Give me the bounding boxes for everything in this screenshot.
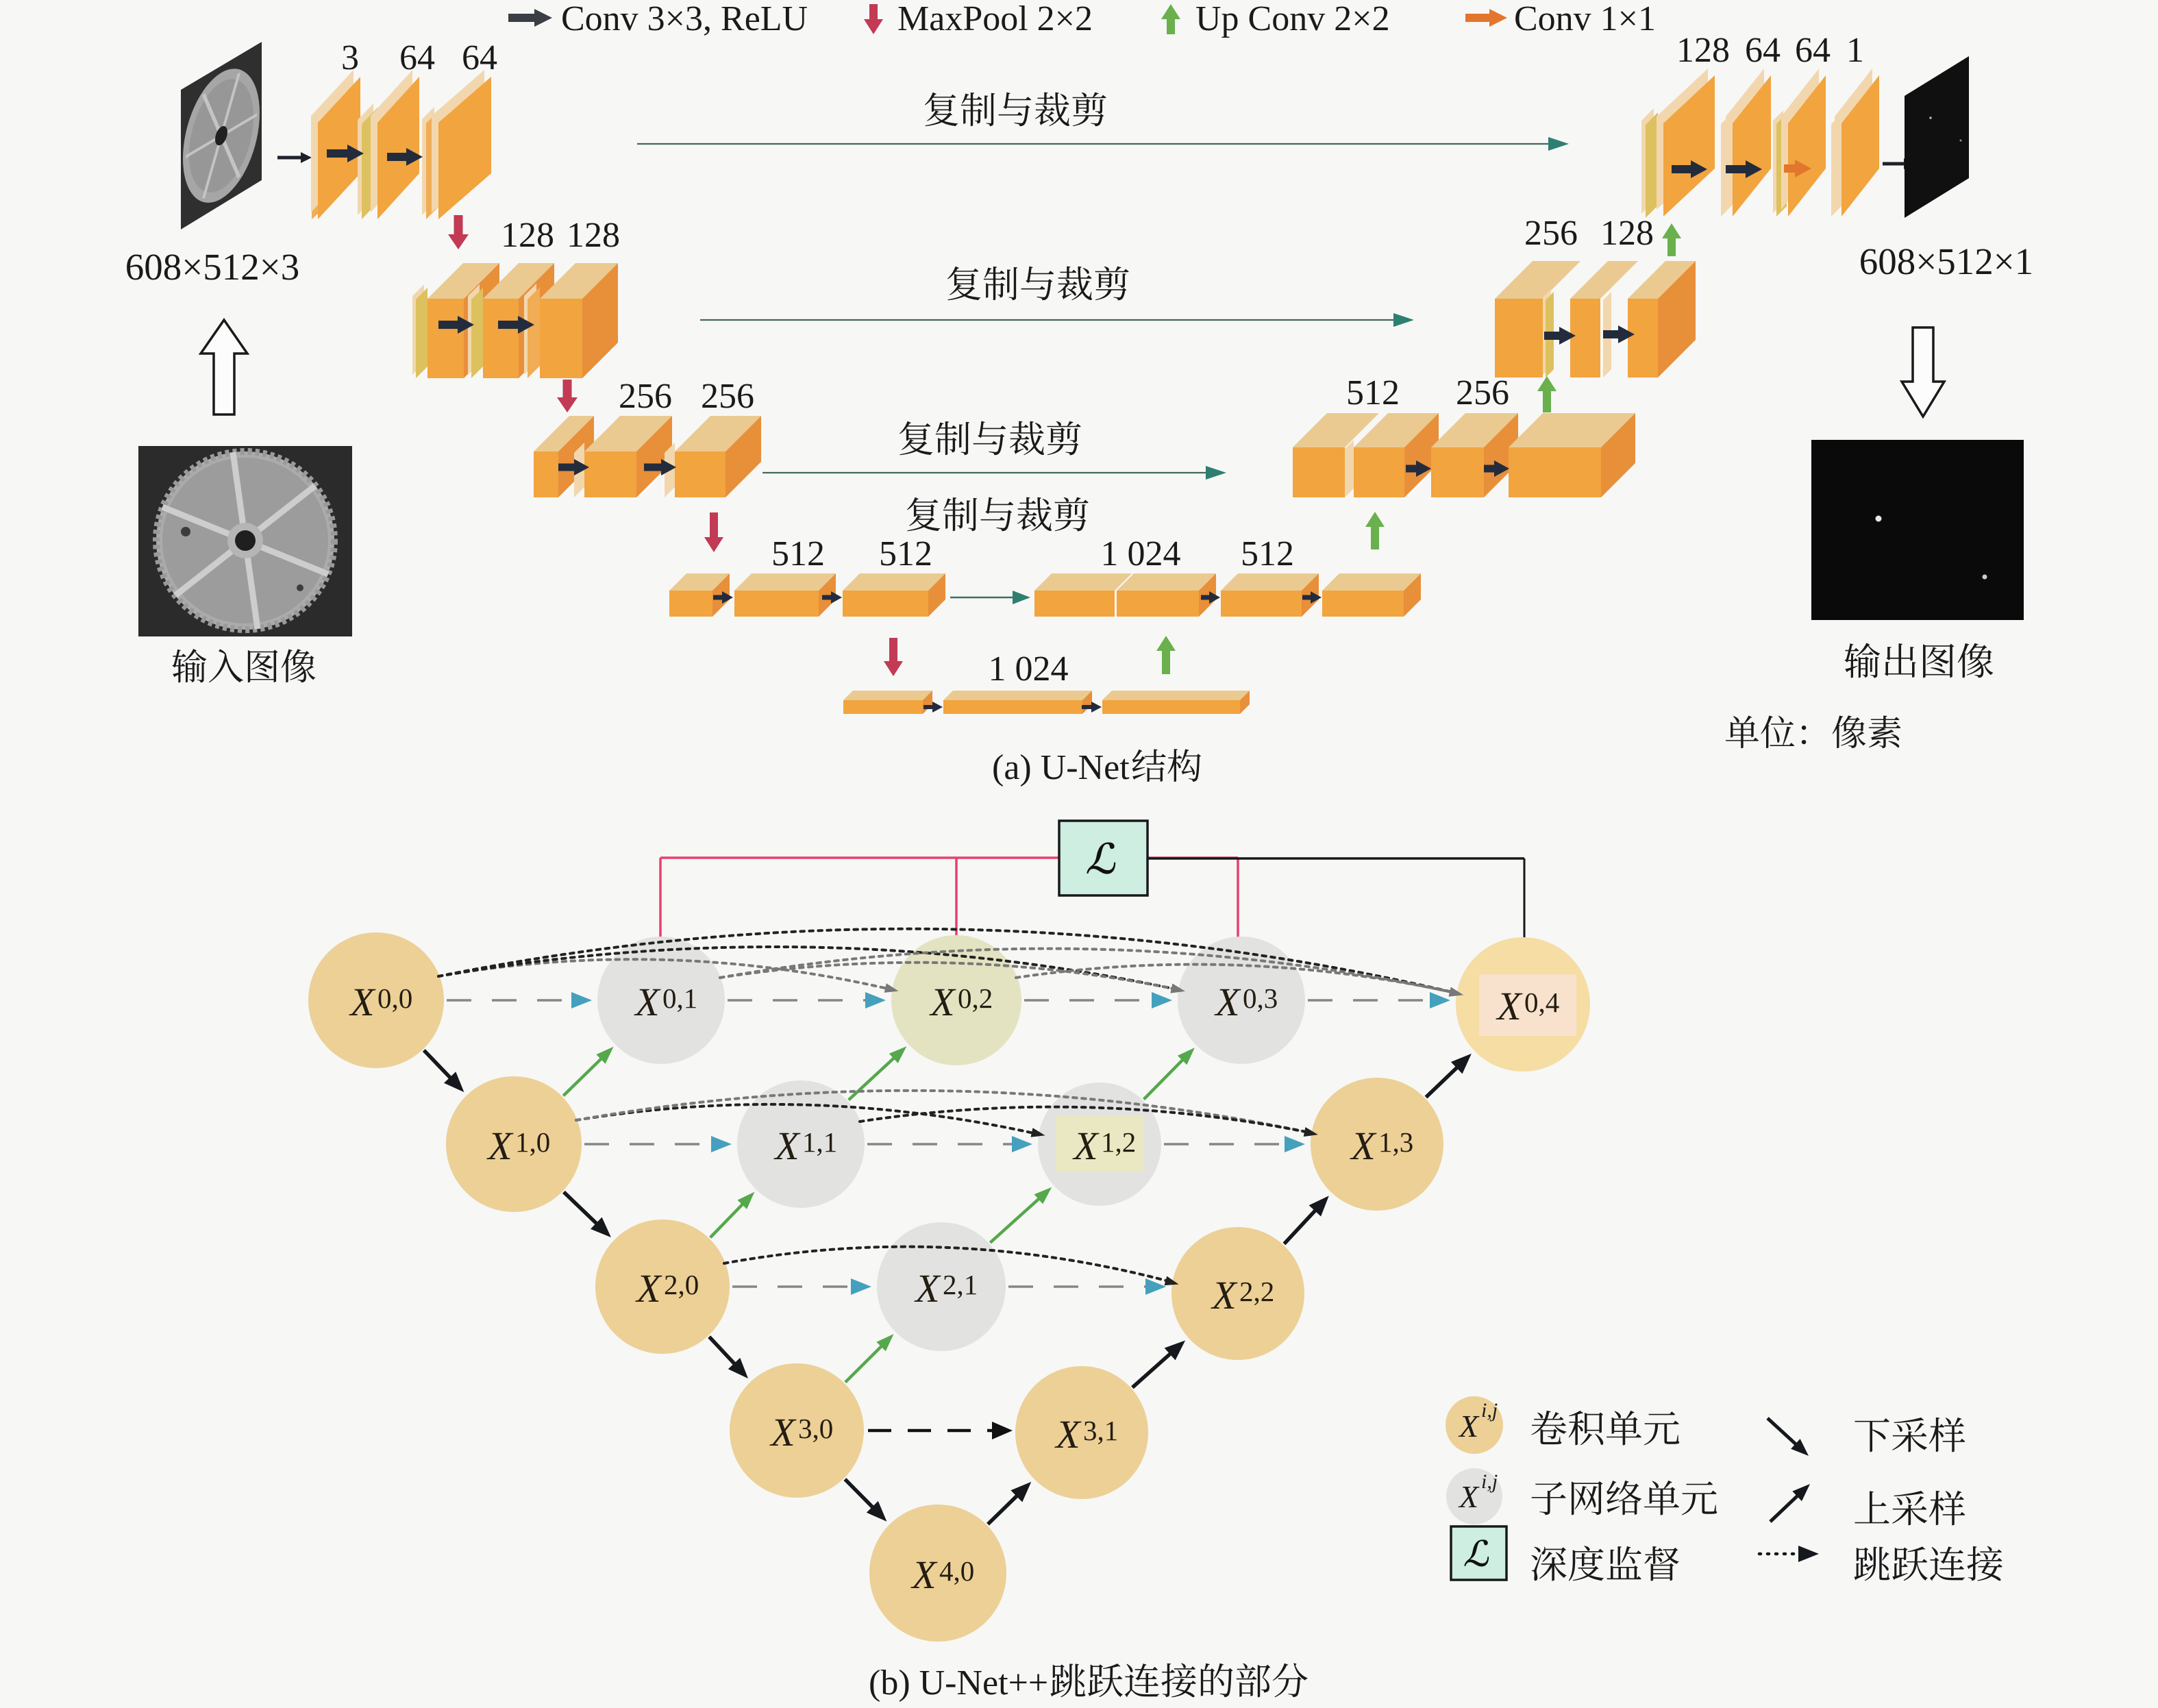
svg-text:64: 64 — [462, 38, 497, 77]
svg-text:256: 256 — [1524, 214, 1578, 253]
svg-text:X: X — [486, 1124, 514, 1168]
svg-text:64: 64 — [399, 38, 435, 77]
svg-text:X: X — [1458, 1479, 1480, 1514]
svg-text:256: 256 — [1456, 373, 1509, 412]
svg-text:0,3: 0,3 — [1243, 982, 1278, 1014]
svg-text:256: 256 — [619, 377, 672, 416]
svg-text:X: X — [1350, 1124, 1377, 1168]
svg-text:0,1: 0,1 — [662, 982, 697, 1014]
svg-text:0,0: 0,0 — [377, 982, 412, 1014]
svg-text:Up Conv 2×2: Up Conv 2×2 — [1195, 0, 1390, 38]
svg-text:(b) U-Net++: (b) U-Net++ — [869, 1663, 1048, 1703]
svg-text:0,2: 0,2 — [958, 982, 993, 1014]
svg-text:64: 64 — [1745, 31, 1781, 70]
svg-text:2,2: 2,2 — [1239, 1276, 1274, 1307]
svg-text:X: X — [634, 980, 661, 1024]
svg-text:2,1: 2,1 — [943, 1269, 978, 1300]
svg-text:128: 128 — [567, 216, 620, 255]
svg-text:X: X — [349, 980, 376, 1024]
svg-text:608×512×3: 608×512×3 — [125, 246, 300, 288]
svg-text:512: 512 — [771, 534, 825, 573]
svg-text:64: 64 — [1795, 31, 1831, 70]
svg-text:1: 1 — [1846, 31, 1864, 70]
svg-text:i,j: i,j — [1481, 1470, 1498, 1493]
svg-text:1,2: 1,2 — [1101, 1126, 1136, 1158]
svg-text:128: 128 — [1600, 214, 1654, 253]
svg-text:256: 256 — [701, 377, 754, 416]
svg-text:512: 512 — [879, 534, 932, 573]
svg-text:X: X — [773, 1124, 801, 1168]
svg-text:608×512×1: 608×512×1 — [1859, 240, 2034, 282]
svg-text:X: X — [635, 1266, 662, 1311]
svg-text:X: X — [929, 980, 956, 1024]
svg-text:X: X — [769, 1410, 797, 1455]
svg-text:1 024: 1 024 — [989, 649, 1069, 689]
svg-text:512: 512 — [1241, 534, 1294, 573]
svg-text:(a) U-Net: (a) U-Net — [992, 748, 1130, 787]
svg-text:4,0: 4,0 — [939, 1555, 974, 1587]
svg-text:X: X — [1496, 984, 1523, 1028]
svg-text:1,3: 1,3 — [1378, 1126, 1413, 1158]
svg-text:128: 128 — [1676, 31, 1730, 70]
svg-text:X: X — [1054, 1412, 1082, 1457]
svg-text:1,1: 1,1 — [802, 1126, 837, 1158]
svg-text:3,1: 3,1 — [1083, 1415, 1118, 1446]
svg-text:X: X — [1211, 1273, 1238, 1317]
svg-text:X: X — [910, 1552, 938, 1597]
svg-text:X: X — [1214, 980, 1241, 1024]
svg-text:3: 3 — [341, 38, 359, 77]
svg-text:0,4: 0,4 — [1524, 987, 1559, 1018]
svg-text:1,0: 1,0 — [515, 1126, 550, 1158]
svg-text:128: 128 — [501, 216, 554, 255]
svg-text:X: X — [1072, 1124, 1100, 1168]
svg-text:X: X — [914, 1266, 941, 1311]
svg-text:1 024: 1 024 — [1101, 534, 1181, 573]
svg-text:Conv 3×3, ReLU: Conv 3×3, ReLU — [561, 0, 808, 38]
svg-text:X: X — [1458, 1409, 1480, 1444]
svg-text:Conv 1×1: Conv 1×1 — [1514, 0, 1656, 38]
svg-text:MaxPool 2×2: MaxPool 2×2 — [897, 0, 1093, 38]
svg-text:512: 512 — [1346, 373, 1400, 412]
svg-text:3,0: 3,0 — [798, 1413, 833, 1444]
svg-text:i,j: i,j — [1481, 1399, 1498, 1422]
svg-text:2,0: 2,0 — [664, 1269, 699, 1300]
